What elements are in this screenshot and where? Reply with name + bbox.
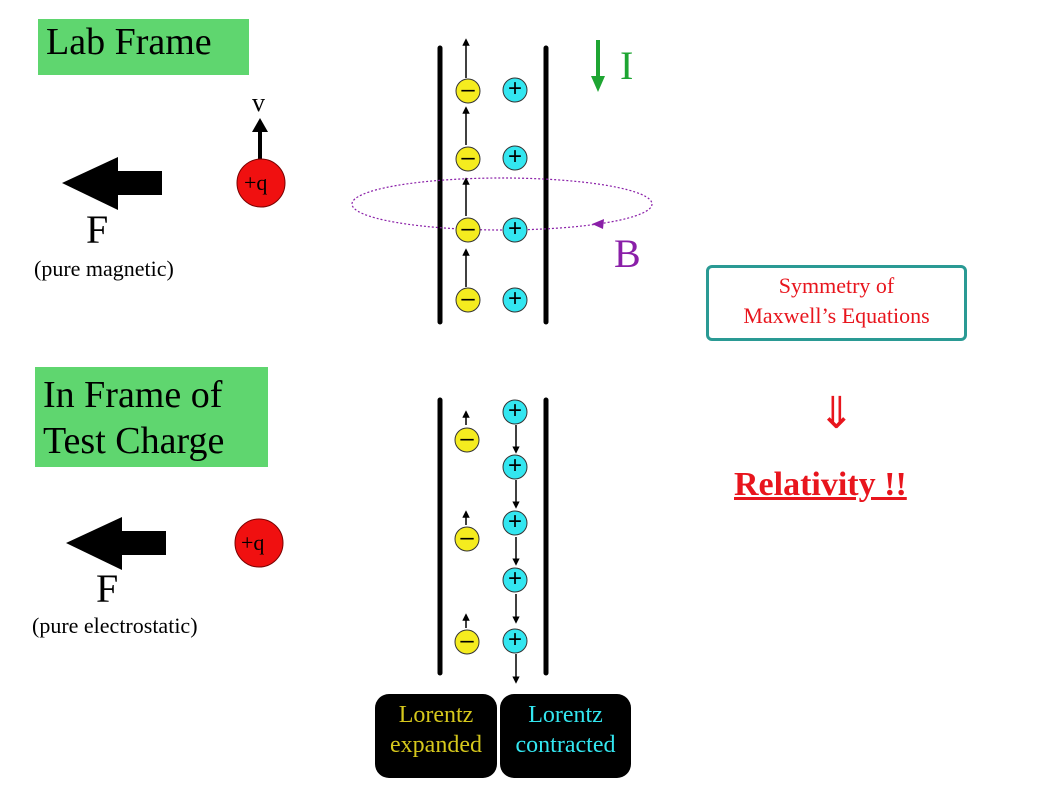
symmetry-line2: Maxwell’s Equations	[743, 303, 930, 328]
test-charge-bottom	[234, 518, 284, 568]
plus-sign-icon: +	[507, 215, 522, 242]
positive-charges-top	[502, 77, 528, 313]
test-charge-top-label: +q	[244, 170, 268, 195]
test-charge-frame-label: In Frame of Test Charge	[35, 367, 268, 467]
lorentz-contracted-box: Lorentz contracted	[500, 694, 631, 778]
force-label-top: F	[86, 207, 109, 252]
symmetry-box: Symmetry of Maxwell’s Equations	[706, 265, 967, 341]
symmetry-line1: Symmetry of	[778, 273, 895, 298]
test-charge-frame-line2: Test Charge	[43, 420, 225, 462]
plus-sign-icon: +	[507, 285, 522, 312]
force-arrow-top	[62, 157, 162, 210]
minus-sign-icon: –	[460, 627, 474, 654]
test-charge-bottom-label: +q	[241, 530, 265, 555]
lab-frame-text: Lab Frame	[46, 21, 212, 63]
negative-charges-bottom	[454, 427, 480, 655]
magnetic-field-label: B	[614, 231, 641, 276]
plus-sign-icon: +	[507, 143, 522, 170]
field-direction-arrow	[592, 219, 604, 229]
force-note-top: (pure magnetic)	[34, 256, 174, 281]
minus-sign-icon: –	[461, 76, 475, 103]
plus-sign-icon: +	[507, 565, 522, 592]
lorentz-contracted-line1: Lorentz	[528, 702, 603, 728]
velocity-label: v	[252, 88, 265, 117]
velocity-arrow	[252, 118, 268, 160]
lorentz-expanded-line1: Lorentz	[398, 702, 474, 728]
minus-sign-icon: –	[461, 285, 475, 312]
plus-sign-icon: +	[507, 626, 522, 653]
lorentz-expanded-box: Lorentz expanded	[375, 694, 497, 778]
current-arrow	[591, 40, 605, 92]
negative-charges-top	[455, 78, 481, 313]
implies-arrow-icon: ⇓	[818, 388, 855, 439]
plus-sign-icon: +	[507, 508, 522, 535]
lab-frame-label: Lab Frame	[38, 19, 249, 75]
lorentz-expanded-line2: expanded	[390, 732, 482, 758]
force-arrow-bottom	[66, 517, 166, 570]
minus-sign-icon: –	[460, 425, 474, 452]
relativity-conclusion: Relativity !!	[734, 466, 907, 503]
magnetic-field-loop	[351, 177, 653, 231]
force-label-bottom: F	[96, 566, 119, 611]
current-label: I	[620, 43, 634, 88]
test-charge-frame-line1: In Frame of	[43, 374, 223, 416]
minus-sign-icon: –	[460, 524, 474, 551]
lorentz-contracted-line2: contracted	[515, 732, 616, 758]
minus-sign-icon: –	[461, 144, 475, 171]
minus-sign-icon: –	[461, 215, 475, 242]
plus-sign-icon: +	[507, 75, 522, 102]
force-note-bottom: (pure electrostatic)	[32, 613, 198, 638]
plus-sign-icon: +	[507, 452, 522, 479]
plus-sign-icon: +	[507, 397, 522, 424]
test-charge-top	[236, 158, 286, 208]
positive-charges-bottom	[502, 399, 528, 654]
